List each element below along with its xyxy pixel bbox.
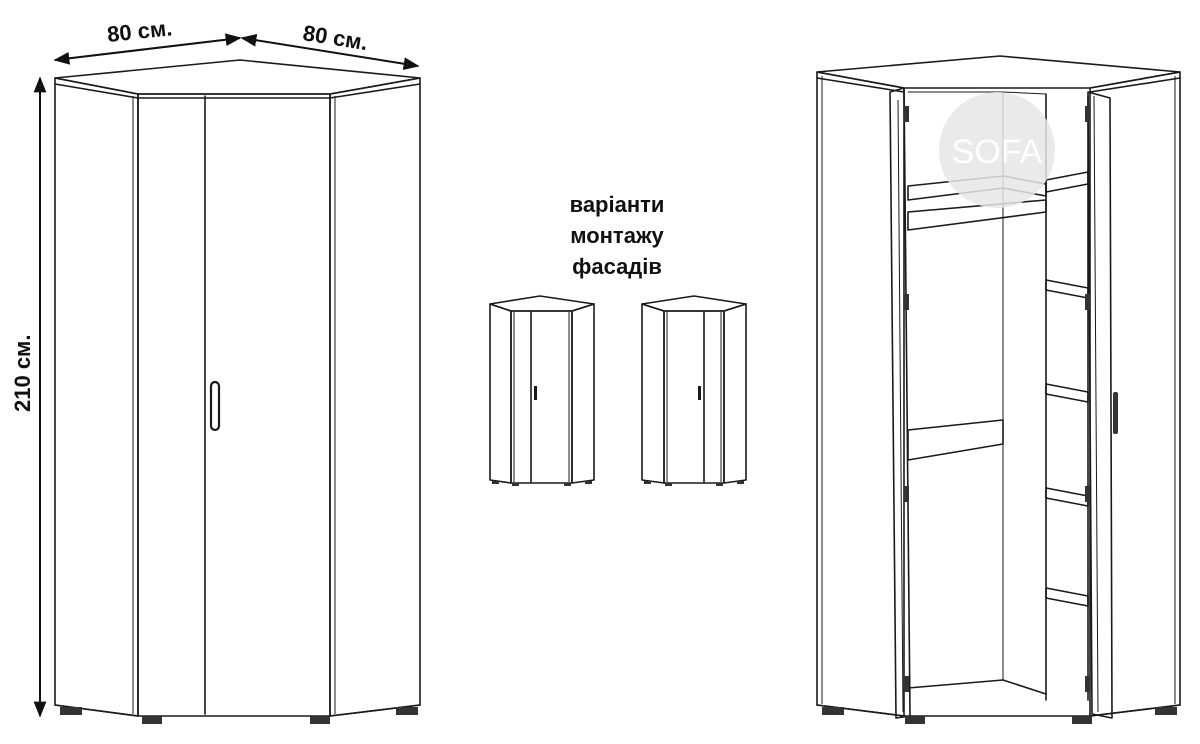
- width-left-label: 80 см.: [106, 15, 173, 47]
- foot-right: [396, 707, 418, 715]
- door-handle: [209, 380, 221, 432]
- watermark-circle: [939, 92, 1055, 208]
- variant-right-hinged: [641, 295, 747, 486]
- right-side-panel: [329, 77, 421, 717]
- open-right-side: [1089, 71, 1181, 717]
- variant-left-handle: [534, 386, 537, 400]
- front-frame: [137, 93, 331, 717]
- variant-right-handle: [698, 386, 701, 400]
- foot-front-right: [310, 716, 330, 724]
- open-wardrobe-top: [816, 55, 1181, 89]
- width-left-arrow: [53, 33, 242, 65]
- middle-shelf: [907, 419, 1004, 461]
- foot-front-left: [142, 716, 162, 724]
- side-shelving: [1045, 93, 1089, 701]
- caption-line-1: варіанти: [570, 192, 665, 217]
- sofa-watermark: SOFA: [939, 92, 1055, 208]
- left-side-panel: [54, 77, 139, 717]
- caption-line-3: фасадів: [572, 254, 662, 279]
- open-door-handle: [1113, 392, 1118, 434]
- closed-wardrobe: [54, 59, 421, 724]
- watermark-text: SOFA: [952, 133, 1043, 171]
- caption-line-2: монтажу: [570, 223, 664, 248]
- foot-left: [60, 707, 82, 715]
- mounting-caption: варіанти монтажу фасадів: [570, 192, 665, 279]
- right-open-door: [1087, 91, 1113, 719]
- width-right-arrow: [240, 33, 420, 71]
- dimension-lines: 80 см. 80 см. 210 см.: [10, 15, 420, 718]
- height-label: 210 см.: [10, 335, 35, 412]
- variant-left-hinged: [489, 295, 595, 486]
- hanging-rail: [907, 199, 1047, 231]
